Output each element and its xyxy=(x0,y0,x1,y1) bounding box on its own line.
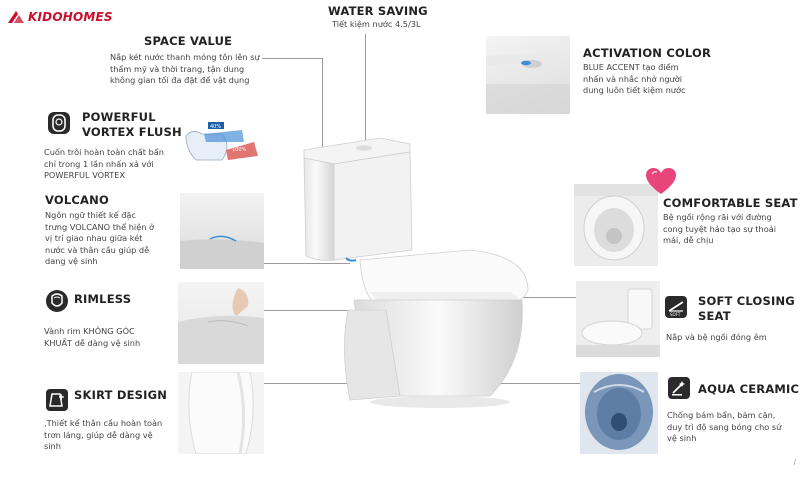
rimless-icon xyxy=(46,290,68,312)
space-value-leader-v xyxy=(322,58,323,150)
activation-color-desc: BLUE ACCENT tạo điểm nhấn và nhắc nhở ng… xyxy=(583,62,686,95)
rimless-title: RIMLESS xyxy=(74,292,132,306)
vortex-diagram-label-bottom: 100% xyxy=(232,147,247,153)
toilet-product-image xyxy=(290,110,550,450)
heart-icon xyxy=(646,168,676,196)
brand-name: KIDOHOMES xyxy=(28,10,113,24)
skirt-design-desc: ,Thiết kế thân cầu hoàn toàn trơn láng, … xyxy=(44,418,163,451)
vortex-flush-icon xyxy=(48,112,70,134)
brand-logo-icon xyxy=(8,11,24,23)
vortex-diagram-label-top: 40% xyxy=(210,124,221,130)
soft-closing-title: SOFT CLOSING SEAT xyxy=(698,294,795,323)
skirt-design-title: SKIRT DESIGN xyxy=(74,388,168,402)
vortex-flush-title: POWERFUL VORTEX FLUSH xyxy=(82,110,182,139)
water-saving-title: WATER SAVING xyxy=(328,4,428,18)
skirt-design-leader xyxy=(264,383,428,384)
rimless-photo xyxy=(178,282,264,364)
volcano-title: VOLCANO xyxy=(45,193,109,207)
volcano-photo xyxy=(180,193,264,269)
space-value-title: SPACE VALUE xyxy=(144,34,233,48)
aqua-ceramic-desc: Chống bám bẩn, bám cặn, duy trì độ sang … xyxy=(667,410,782,443)
comfortable-seat-desc: Bệ ngồi rộng rãi với đường cong tuyệt hả… xyxy=(663,212,777,245)
skirt-design-icon xyxy=(46,389,68,411)
rimless-leader xyxy=(264,310,352,311)
comfortable-seat-photo xyxy=(574,184,658,266)
space-value-leader-h xyxy=(262,58,322,59)
soft-closing-photo xyxy=(576,281,660,357)
page-edge-mark: / xyxy=(793,458,796,467)
skirt-design-photo xyxy=(178,372,264,454)
flush-button-illustration xyxy=(486,52,570,114)
soft-close-icon: SOFT xyxy=(665,296,687,318)
comfortable-seat-title: COMFORTABLE SEAT xyxy=(663,196,798,210)
rimless-desc: Vành rim KHÔNG GÓC KHUẤT dễ dàng vệ sinh xyxy=(44,326,141,348)
aqua-ceramic-photo xyxy=(580,372,658,454)
volcano-desc: Ngôn ngữ thiết kế đặc trưng VOLCANO thể … xyxy=(45,210,155,266)
water-saving-leader xyxy=(365,34,366,144)
aqua-ceramic-icon xyxy=(668,377,690,399)
water-saving-desc: Tiết kiệm nước 4.5/3L xyxy=(332,19,421,29)
aqua-ceramic-title: AQUA CERAMIC xyxy=(698,382,800,396)
volcano-leader xyxy=(264,263,350,264)
vortex-flush-diagram: 40% 100% xyxy=(182,120,264,170)
activation-color-photo xyxy=(486,36,570,114)
soft-close-icon-label: SOFT xyxy=(670,312,681,317)
soft-closing-desc: Nắp và bệ ngồi đóng êm xyxy=(666,332,767,342)
activation-color-title: ACTIVATION COLOR xyxy=(583,46,712,60)
space-value-desc: Nắp két nước thanh mỏng tôn lên sự thẩm … xyxy=(110,52,260,85)
vortex-flush-desc: Cuốn trôi hoàn toàn chất bẩn chỉ trong 1… xyxy=(44,147,164,180)
brand-logo: KIDOHOMES xyxy=(8,10,113,24)
aqua-ceramic-leader xyxy=(500,383,580,384)
